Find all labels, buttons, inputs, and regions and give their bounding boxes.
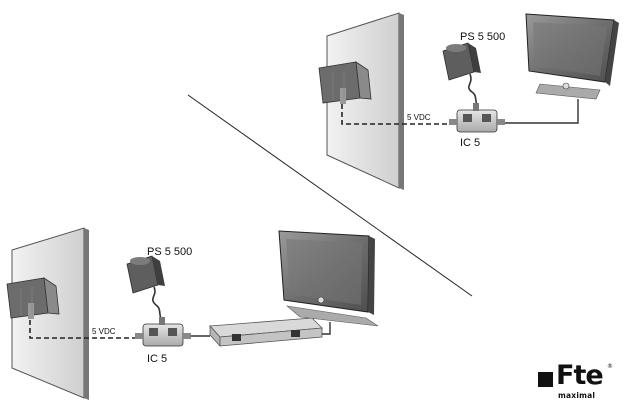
top-setup: PS 5 500 5 VDC IC 5 [318,12,619,190]
receiver-box [209,317,323,348]
coax-cable-wall [341,104,455,125]
power-supply [442,42,481,107]
brand-logo-name: Fte [556,360,604,391]
brand-logo-mark [538,372,553,387]
brand-tagline: maximal [558,391,596,400]
power-supply-label: PS 5 500 [460,31,505,43]
coax-cable-tv [322,322,331,335]
television [525,13,619,100]
wall [326,12,404,190]
voltage-label: 5 VDC [92,327,116,336]
television [278,230,379,327]
voltage-label: 5 VDC [407,113,431,122]
inserter-unit [135,317,191,347]
inserter-unit [449,103,505,133]
power-supply [126,255,165,321]
bottom-setup: PS 5 500 5 VDC IC 5 [6,227,379,400]
antenna-amplifier [6,277,60,319]
antenna-amplifier [318,61,372,104]
power-supply-label: PS 5 500 [147,246,192,258]
coax-cable-wall [29,320,138,339]
inserter-label: IC 5 [460,137,480,149]
separator-line [187,94,473,297]
registered-mark: ® [607,363,613,370]
inserter-label: IC 5 [147,353,167,365]
coax-cable-tv [505,99,579,124]
